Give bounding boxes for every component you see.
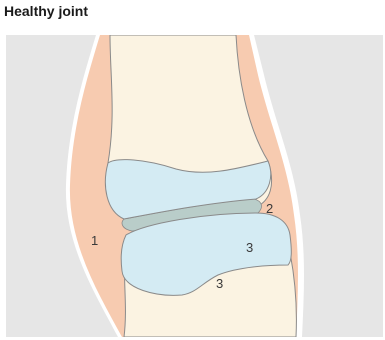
label-synovial-fluid: 2 — [266, 201, 273, 216]
label-cartilage-lower: 3 — [216, 276, 223, 291]
label-synovial-capsule: 1 — [91, 233, 98, 248]
joint-diagram: 1 2 3 3 — [6, 35, 383, 337]
page-title: Healthy joint — [4, 2, 88, 20]
joint-diagram-svg: 1 2 3 3 — [6, 35, 383, 337]
label-cartilage-upper: 3 — [246, 240, 253, 255]
